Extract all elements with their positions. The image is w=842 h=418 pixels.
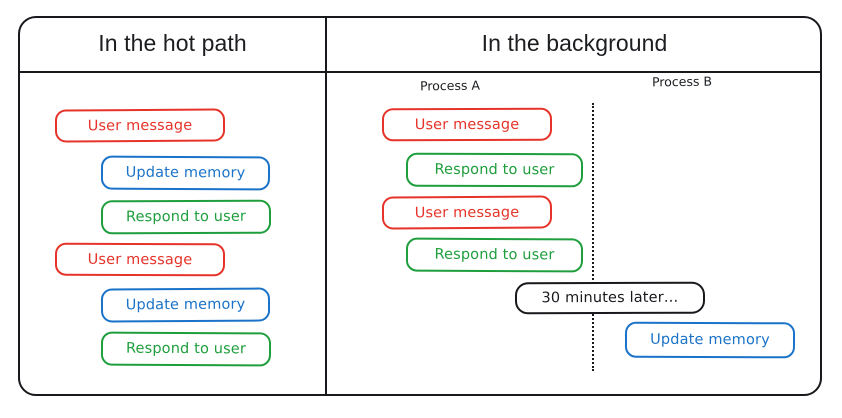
process-lane-separator [592,103,594,371]
lane-label-process-a: Process A [419,77,481,94]
background-box-respond-to-user-1: Respond to user [405,152,584,188]
lane-label-process-b: Process B [651,73,713,90]
panel-header-hot-path: In the hot path [98,30,247,56]
background-box-user-message-1: User message [381,107,553,142]
background-box-update-memory: Update memory [624,321,796,359]
hot-path-box-user-message-2: User message [54,242,226,277]
hot-path-box-update-memory-1: Update memory [100,155,271,191]
hot-path-box-user-message-1: User message [54,108,226,143]
hot-path-box-respond-to-user-1: Respond to user [100,199,272,235]
background-box-time-gap-note: 30 minutes later… [514,281,706,315]
hot-path-box-respond-to-user-2: Respond to user [100,331,272,367]
background-box-user-message-2: User message [381,195,553,230]
panel-divider-line [325,16,327,396]
panel-header-background: In the background [481,30,668,56]
background-box-respond-to-user-2: Respond to user [405,237,584,273]
header-divider-line [18,71,822,73]
hot-path-box-update-memory-2: Update memory [100,287,271,323]
